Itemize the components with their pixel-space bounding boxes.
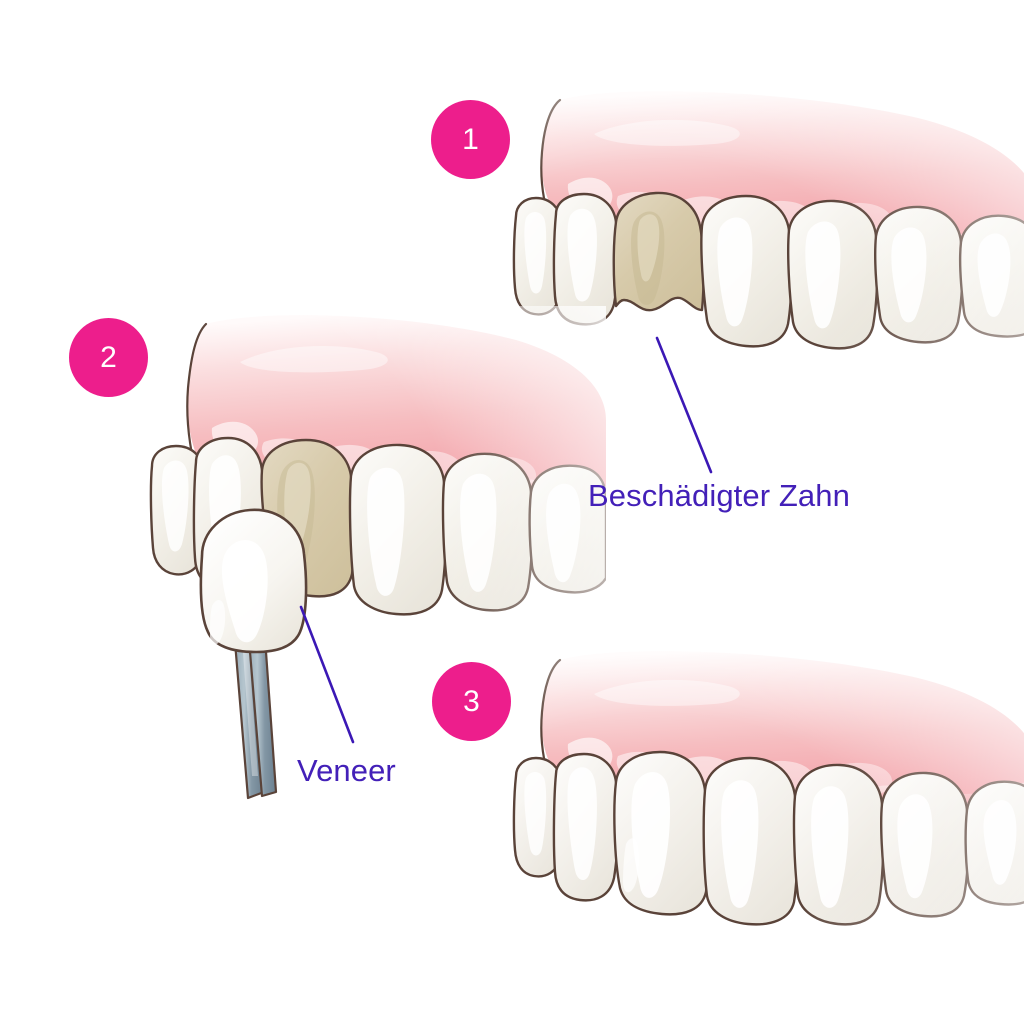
step-badge-2[interactable]: 2 bbox=[69, 318, 148, 397]
callout-label-damaged-tooth: Beschädigter Zahn bbox=[588, 478, 850, 513]
step-badge-3[interactable]: 3 bbox=[432, 662, 511, 741]
step-3-illustration bbox=[498, 648, 1024, 948]
tweezer-highlight bbox=[240, 612, 258, 776]
step-badge-1[interactable]: 1 bbox=[431, 100, 510, 179]
callout-label-veneer: Veneer bbox=[297, 753, 396, 788]
veneer-highlight bbox=[221, 539, 268, 643]
teeth-diagram-restored bbox=[498, 648, 1024, 948]
veneer-highlight bbox=[210, 600, 226, 645]
